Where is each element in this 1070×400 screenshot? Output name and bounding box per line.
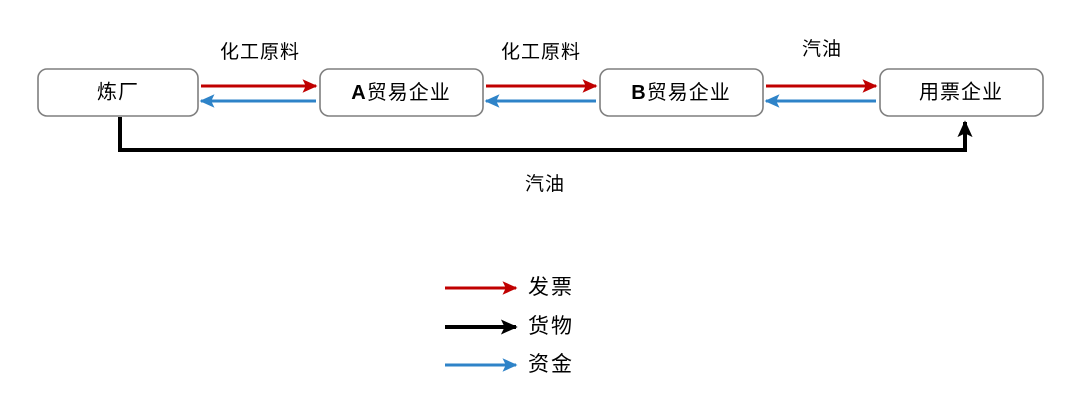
node-refinery-label: 炼厂	[97, 81, 139, 104]
node-refinery-box	[37, 68, 199, 117]
node-trader-b-label: B贸易企业	[631, 81, 730, 105]
node-refinery[interactable]: 炼厂	[37, 68, 199, 117]
legend: 发票 货物 资金	[445, 275, 574, 376]
edge-refinery-to-user-goods	[118, 117, 973, 152]
legend-item-invoice: 发票	[445, 275, 574, 299]
legend-money-label: 资金	[528, 352, 574, 376]
edge-label-b-to-user: 汽油	[802, 38, 842, 60]
node-trader-b-prefix: B	[631, 82, 646, 104]
node-trader-b-box	[599, 68, 764, 117]
edge-label-a-to-b: 化工原料	[501, 41, 581, 63]
node-trader-a-text: 贸易企业	[367, 81, 451, 104]
node-trader-b-text: 贸易企业	[647, 81, 731, 104]
legend-item-goods: 货物	[445, 314, 574, 338]
node-trader-b[interactable]: B贸易企业	[599, 68, 764, 117]
node-invoice-user-label: 用票企业	[919, 81, 1003, 104]
node-trader-a-prefix: A	[351, 82, 366, 104]
node-trader-a-box	[319, 68, 484, 117]
legend-item-money: 资金	[445, 352, 574, 376]
edge-label-goods-bottom: 汽油	[525, 173, 565, 195]
legend-invoice-label: 发票	[528, 275, 574, 299]
node-invoice-user-box	[879, 68, 1044, 117]
edge-label-refinery-to-a: 化工原料	[220, 41, 300, 63]
node-trader-a-label: A贸易企业	[351, 81, 450, 105]
node-trader-a[interactable]: A贸易企业	[319, 68, 484, 117]
node-invoice-user[interactable]: 用票企业	[879, 68, 1044, 117]
legend-goods-label: 货物	[528, 314, 574, 338]
